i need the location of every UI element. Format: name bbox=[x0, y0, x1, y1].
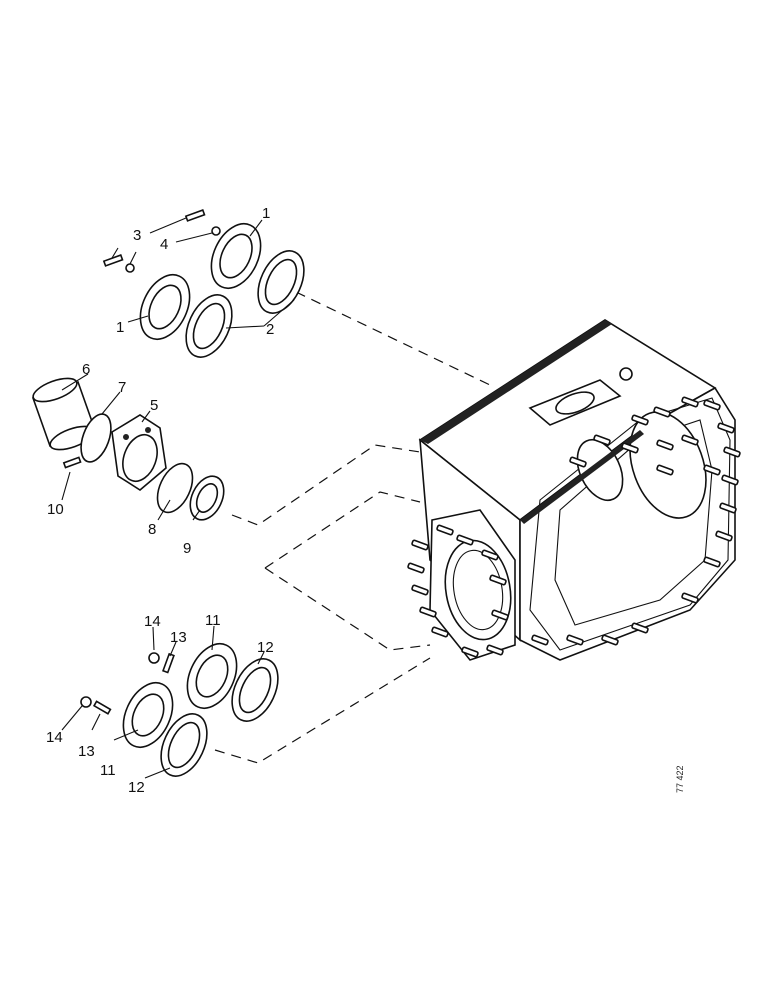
housing-stud bbox=[419, 606, 437, 618]
housing-stud bbox=[411, 539, 429, 551]
housing-stud bbox=[631, 414, 649, 426]
callout-13-lower: 13 bbox=[78, 743, 95, 760]
housing-stud bbox=[631, 622, 649, 634]
pump-housing-5 bbox=[111, 414, 167, 491]
housing-stud bbox=[407, 562, 425, 574]
housing-stud bbox=[656, 439, 674, 451]
callout-11-lower: 11 bbox=[100, 762, 116, 779]
callout-12-upper: 12 bbox=[257, 639, 274, 656]
callout-14-lower: 14 bbox=[46, 729, 63, 746]
housing-studs bbox=[407, 396, 741, 658]
housing-stud bbox=[715, 530, 733, 542]
housing-stud bbox=[719, 502, 737, 514]
callout-14-upper: 14 bbox=[144, 613, 161, 630]
callout-1-upper: 1 bbox=[262, 205, 270, 222]
seal-9 bbox=[189, 475, 225, 521]
callout-13-upper: 13 bbox=[170, 629, 187, 646]
housing-stud bbox=[486, 644, 504, 656]
housing-stud bbox=[681, 434, 699, 446]
callout-labels: 1 1 2 3 4 5 6 7 8 9 10 11 11 12 12 13 13… bbox=[46, 205, 274, 796]
bearing-cap-1-lower bbox=[139, 274, 191, 340]
nut-14 bbox=[80, 652, 160, 708]
housing-stud bbox=[593, 434, 611, 446]
callout-8: 8 bbox=[148, 521, 156, 538]
housing-stud bbox=[703, 556, 721, 568]
gasket-2-upper bbox=[257, 250, 305, 314]
housing-stud bbox=[653, 406, 671, 418]
housing-stud bbox=[461, 646, 479, 658]
housing-stud bbox=[531, 634, 549, 646]
housing-stud bbox=[431, 626, 449, 638]
o-ring-8 bbox=[156, 462, 194, 514]
callout-12-lower: 12 bbox=[128, 779, 145, 796]
gasket-12-upper bbox=[231, 658, 279, 722]
stud-13 bbox=[92, 652, 175, 715]
housing-stud bbox=[411, 584, 429, 596]
housing-stud bbox=[681, 396, 699, 408]
bearing-cap-1-upper bbox=[210, 223, 262, 289]
bolt-3 bbox=[102, 209, 206, 267]
callout-4: 4 bbox=[160, 236, 168, 253]
housing-stud bbox=[566, 634, 584, 646]
bearing-cap-11-upper bbox=[186, 643, 238, 709]
callout-5: 5 bbox=[150, 397, 158, 414]
housing-stud bbox=[481, 549, 499, 561]
callout-3: 3 bbox=[133, 227, 141, 244]
callout-2: 2 bbox=[266, 321, 274, 338]
gasket-12-lower bbox=[160, 713, 208, 777]
callout-7: 7 bbox=[118, 379, 126, 396]
callout-10: 10 bbox=[47, 501, 64, 518]
housing-stud bbox=[656, 464, 674, 476]
housing-stud bbox=[721, 474, 739, 486]
drawing-code: 77 422 bbox=[675, 765, 685, 793]
housing-stud bbox=[601, 634, 619, 646]
housing-stud bbox=[703, 399, 721, 411]
housing-stud bbox=[491, 609, 509, 621]
transmission-housing bbox=[418, 319, 736, 661]
housing-stud bbox=[621, 442, 639, 454]
housing-stud bbox=[436, 524, 454, 536]
callout-6: 6 bbox=[82, 361, 90, 378]
housing-stud bbox=[456, 534, 474, 546]
sleeve-6 bbox=[31, 377, 97, 451]
callout-11-upper: 11 bbox=[205, 612, 221, 629]
o-ring-7 bbox=[80, 413, 112, 463]
housing-stud bbox=[703, 464, 721, 476]
housing-stud bbox=[723, 446, 741, 458]
callout-1-lower: 1 bbox=[116, 319, 124, 336]
housing-stud bbox=[717, 422, 735, 434]
bolt-10 bbox=[62, 456, 82, 469]
housing-stud bbox=[681, 592, 699, 604]
assembly-leader-lines bbox=[214, 291, 491, 764]
bearing-cap-group-lower bbox=[80, 643, 279, 777]
callout-9: 9 bbox=[183, 540, 191, 557]
pump-group bbox=[31, 377, 225, 521]
callout-leaders bbox=[61, 217, 295, 779]
housing-stud bbox=[489, 574, 507, 586]
gasket-2-lower bbox=[185, 294, 233, 358]
housing-stud bbox=[569, 456, 587, 468]
